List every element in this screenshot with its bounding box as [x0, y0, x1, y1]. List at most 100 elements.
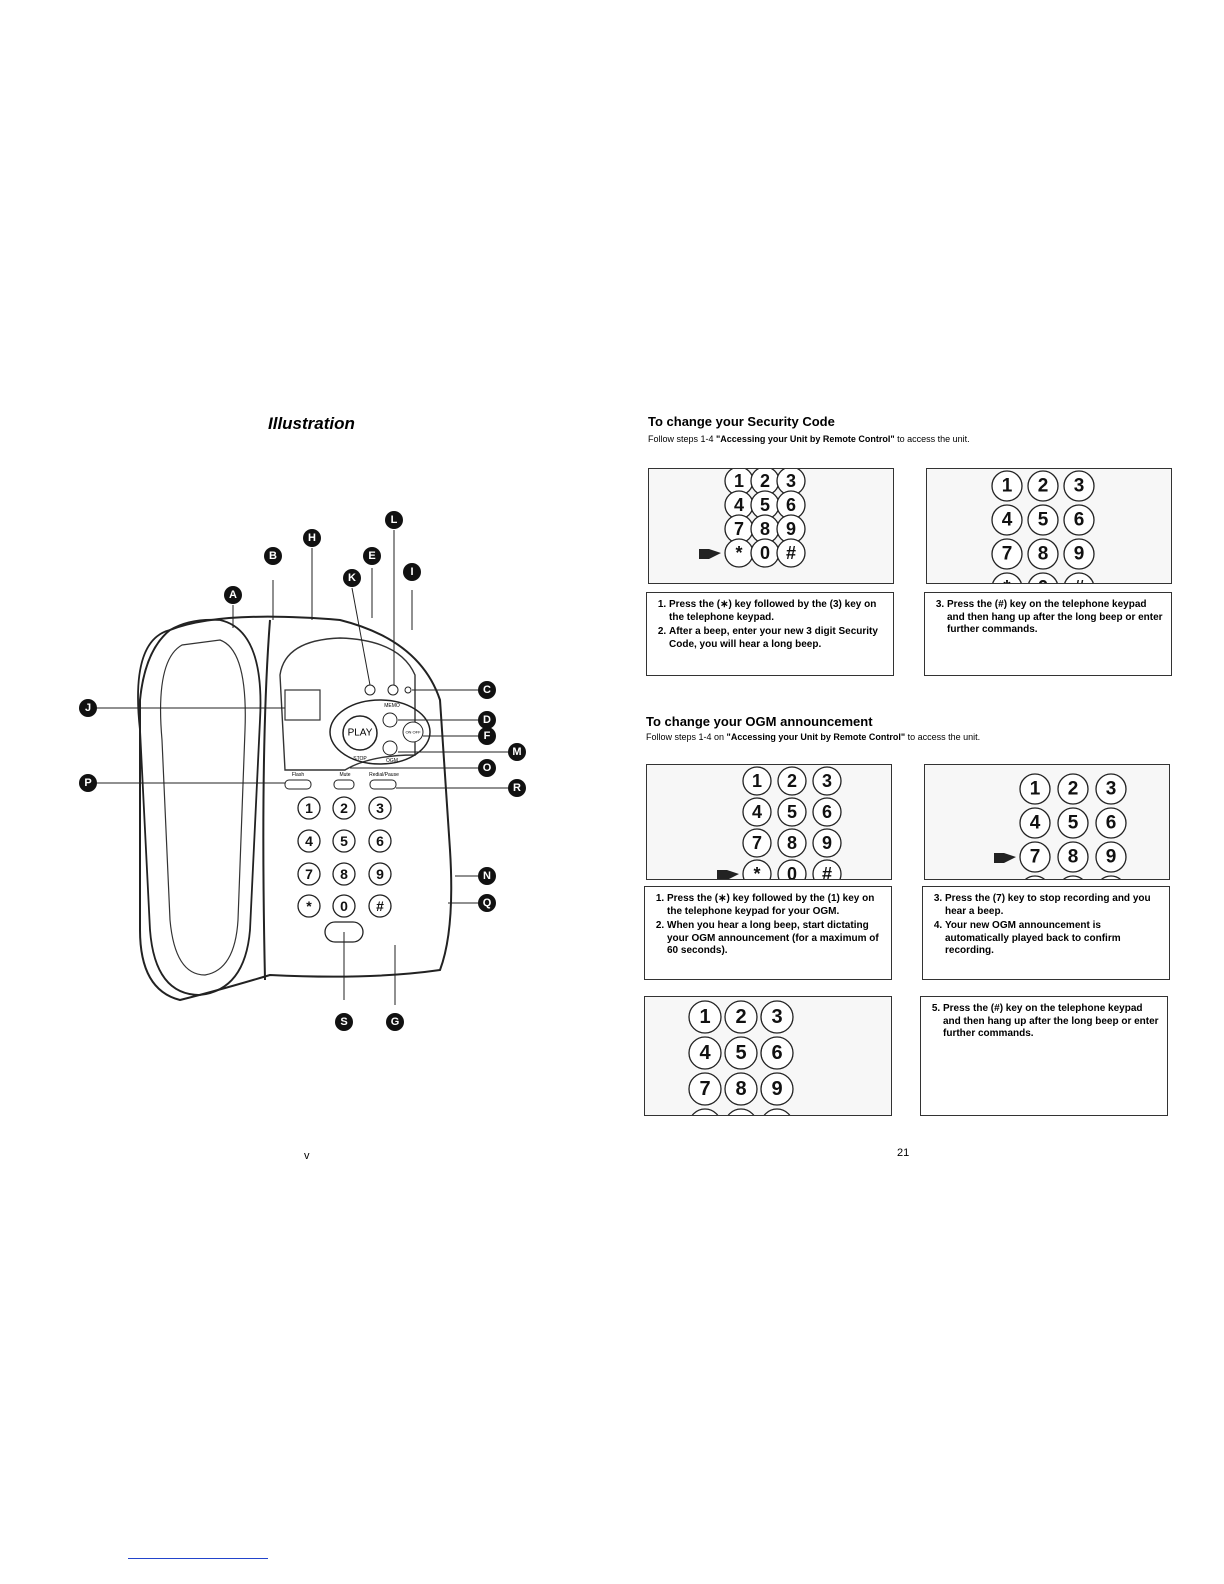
keypad-key-7: 7: [1030, 847, 1041, 868]
keypad-key-3: 3: [822, 771, 832, 791]
keypad-key-circle: [724, 1000, 758, 1034]
keypad-key-circle: [760, 1072, 794, 1106]
callout-c: C: [483, 684, 491, 696]
keypad-key-star: *: [753, 864, 760, 879]
dev-key-9: 9: [376, 866, 384, 882]
callout-e: E: [368, 550, 375, 562]
callout-i: I: [410, 566, 413, 578]
ogm-title: To change your OGM announcement: [646, 714, 873, 729]
keypad-key-circle: [776, 538, 806, 568]
pointing-hand-icon: [717, 870, 739, 880]
dev-key-hash: #: [376, 898, 384, 914]
ogm-steps-3-4: Press the (7) key to stop recording and …: [922, 886, 1170, 980]
callout-k: K: [348, 572, 356, 584]
flash-label: Flash: [292, 772, 304, 778]
keypad-key-8: 8: [1038, 544, 1049, 565]
keypad-key-1: 1: [752, 771, 762, 791]
keypad-key-circle: [1019, 773, 1051, 805]
pointing-hand-icon: [994, 853, 1016, 863]
keypad-key-1: 1: [699, 1006, 710, 1028]
keypad-key-hash: #: [786, 543, 796, 563]
keypad-key-4: 4: [752, 802, 762, 822]
keypad-key-9: 9: [1074, 544, 1085, 565]
keypad-key-9: 9: [786, 519, 796, 539]
keypad-key-circle: [724, 1072, 758, 1106]
ogm-steps-1-2: Press the (∗) key followed by the (1) ke…: [644, 886, 892, 980]
keypad-key-circle: [742, 766, 772, 796]
keypad-key-circle: [760, 1036, 794, 1070]
dev-key-5: 5: [340, 833, 348, 849]
keypad-key-circle: [1063, 470, 1095, 502]
dev-key-6: 6: [376, 833, 384, 849]
keypad-key-circle: [1095, 841, 1127, 873]
keypad-key-8: 8: [1068, 847, 1079, 868]
keypad-key-0: 0: [735, 1114, 746, 1115]
keypad-key-6: 6: [822, 802, 832, 822]
keypad-key-circle: [1019, 841, 1051, 873]
dev-key-3: 3: [376, 800, 384, 816]
keypad-key-circle: [1027, 504, 1059, 536]
keypad-key-4: 4: [734, 495, 744, 515]
phone-illustration: PLAY STOP MEMO ON OFF OGM Flash Mute Red…: [79, 511, 526, 1031]
keypad-key-circle: [812, 828, 842, 858]
callout-n: N: [483, 870, 491, 882]
keypad-key-4: 4: [699, 1042, 711, 1064]
callout-a: A: [229, 589, 237, 601]
keypad-key-circle: [991, 504, 1023, 536]
mute-label: Mute: [339, 772, 350, 778]
keypad-key-4: 4: [1002, 510, 1013, 531]
keypad-key-circle: [1019, 875, 1051, 907]
keypad-key-2: 2: [1068, 779, 1079, 800]
keypad-key-circle: [1057, 773, 1089, 805]
keypad-key-5: 5: [787, 802, 797, 822]
keypad-key-2: 2: [760, 471, 770, 491]
callout-h: H: [308, 532, 316, 544]
callout-f: F: [484, 730, 491, 742]
callout-d: D: [483, 714, 491, 726]
keypad-key-circle: [777, 828, 807, 858]
keypad-key-9: 9: [771, 1078, 782, 1100]
stop-label: STOP: [353, 756, 367, 762]
keypad-key-circle: [688, 1000, 722, 1034]
security-steps-3: Press the (#) key on the telephone keypa…: [924, 592, 1172, 676]
keypad-key-circle: [812, 797, 842, 827]
keypad-key-circle: [812, 766, 842, 796]
keypad-key-6: 6: [771, 1042, 782, 1064]
callout-l: L: [391, 514, 398, 526]
keypad-key-7: 7: [752, 833, 762, 853]
keypad-key-0: 0: [787, 864, 797, 879]
keypad-key-1: 1: [1030, 779, 1041, 800]
keypad-key-4: 4: [1030, 813, 1041, 834]
security-steps-1-2: Press the (∗) key followed by the (3) ke…: [646, 592, 894, 676]
keypad-key-circle: [1027, 538, 1059, 570]
keypad-key-7: 7: [699, 1078, 710, 1100]
keypad-key-3: 3: [771, 1006, 782, 1028]
keypad-key-hash: #: [1074, 578, 1085, 584]
keypad-key-circle: [1057, 841, 1089, 873]
keypad-key-circle: [760, 1000, 794, 1034]
left-page-number: v: [304, 1150, 310, 1162]
dev-key-1: 1: [305, 800, 313, 816]
keypad-key-circle: [777, 797, 807, 827]
keypad-key-circle: [724, 1036, 758, 1070]
keypad-key-1: 1: [734, 471, 744, 491]
callout-r: R: [513, 782, 521, 794]
keypad-key-8: 8: [760, 519, 770, 539]
ogm-label: OGM: [386, 758, 398, 764]
keypad-key-8: 8: [735, 1078, 746, 1100]
keypad-key-circle: [991, 538, 1023, 570]
keypad-key-6: 6: [1106, 813, 1117, 834]
keypad-key-circle: [1019, 807, 1051, 839]
keypad-key-7: 7: [734, 519, 744, 539]
keypad-key-circle: [1095, 875, 1127, 907]
keypad-key-2: 2: [787, 771, 797, 791]
keypad-key-6: 6: [786, 495, 796, 515]
keypad-key-3: 3: [786, 471, 796, 491]
keypad-key-2: 2: [735, 1006, 746, 1028]
keypad-key-6: 6: [1074, 510, 1085, 531]
dev-key-4: 4: [305, 833, 313, 849]
keypad-key-star: *: [1003, 578, 1011, 584]
